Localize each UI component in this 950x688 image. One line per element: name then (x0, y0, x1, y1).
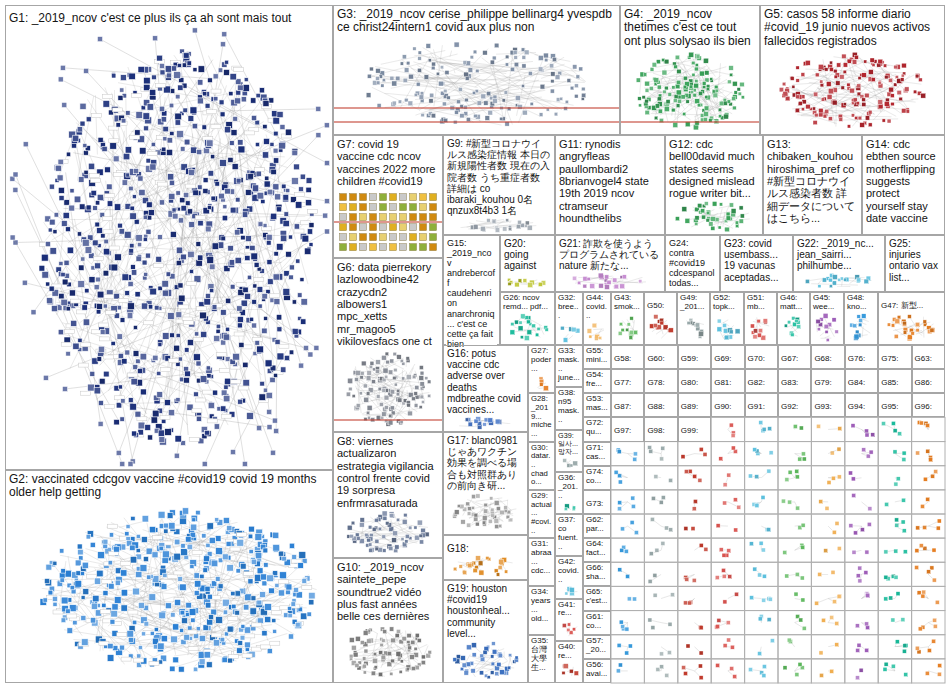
graph-canvas: G1: _2019_ncov c'est ce plus ils ça ah s… (0, 0, 950, 688)
